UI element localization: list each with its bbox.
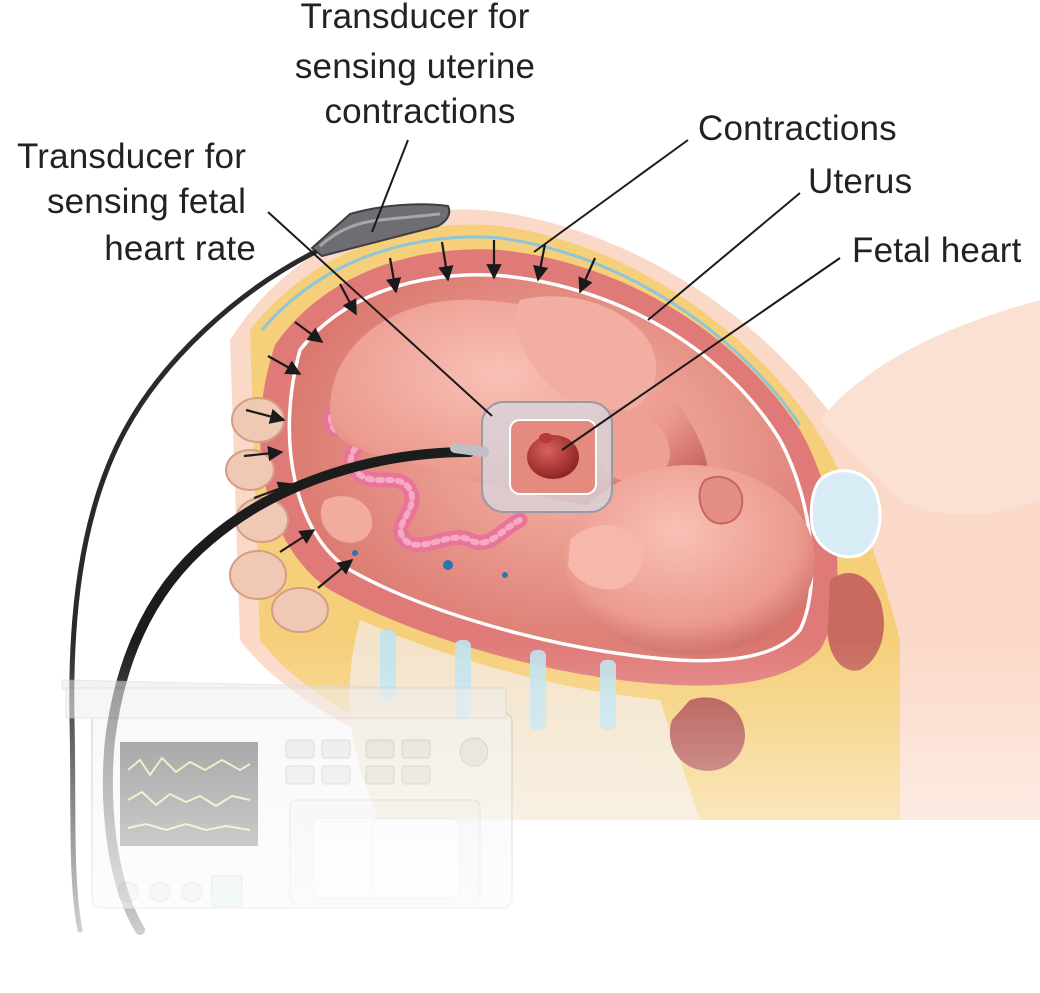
label-uterus: Uterus <box>808 162 912 201</box>
leader-uterus <box>647 192 801 321</box>
thigh <box>820 300 1040 515</box>
fetal-heart-transducer <box>481 401 613 513</box>
amniotic-markers <box>352 550 508 578</box>
fade-overlay <box>0 640 1040 993</box>
label-fetal-heart: Fetal heart <box>852 231 1022 270</box>
fetus-leg <box>516 296 657 413</box>
label-contractions: Contractions <box>698 109 897 148</box>
label-fetal-hr-transducer: Transducer for sensing fetal heart rate <box>17 137 256 268</box>
leader-fetal-heart <box>561 257 841 451</box>
fetus-face <box>568 525 644 590</box>
leader-lines <box>267 139 841 451</box>
contraction-arrows <box>243 240 597 589</box>
fetal-heart <box>527 435 579 479</box>
leader-fetal-hr-transducer <box>267 211 493 417</box>
labels: Transducer for sensing uterine contracti… <box>17 0 1022 270</box>
uterine-contraction-transducer <box>310 203 451 258</box>
label-uterine-transducer: Transducer for sensing uterine contracti… <box>295 0 545 131</box>
leader-uterine-transducer <box>371 139 409 233</box>
fetus-foot <box>320 496 373 543</box>
fetus-ear <box>698 475 744 525</box>
intestines-left <box>225 397 329 633</box>
bladder <box>809 469 882 559</box>
fascia-line <box>260 235 802 426</box>
leader-contractions <box>533 139 689 253</box>
fetus-head <box>565 465 815 655</box>
